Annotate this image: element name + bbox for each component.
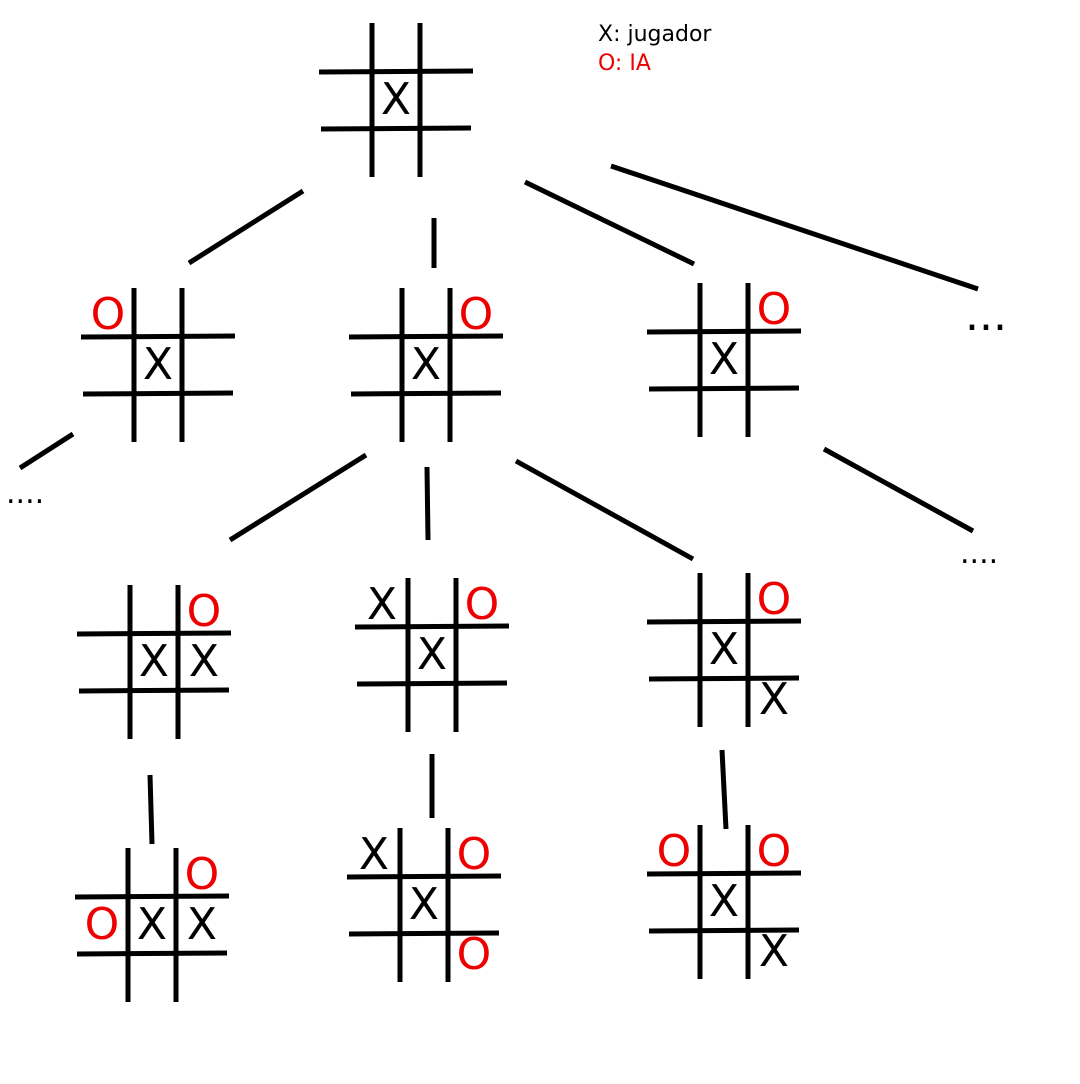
- player-mark-cell-4: X: [409, 879, 439, 930]
- grid-line-horizontal-top: [74, 893, 230, 900]
- more-children-ellipsis-root: ...: [965, 290, 1007, 341]
- edge-root-to-d1-a: [187, 188, 305, 266]
- edge-d1-b-to-d2-c: [514, 458, 695, 562]
- grid-line-horizontal-bottom: [648, 675, 800, 682]
- grid-line-horizontal-top: [348, 333, 504, 340]
- board-d1-b: OX: [348, 288, 504, 442]
- board-root: X: [318, 23, 474, 177]
- grid-line-horizontal-bottom: [648, 927, 800, 934]
- grid-line-horizontal-bottom: [82, 390, 234, 397]
- ai-mark-cell-3: O: [85, 899, 120, 950]
- player-mark-cell-4: X: [139, 636, 169, 687]
- player-mark-cell-4: X: [709, 334, 739, 385]
- grid-line-horizontal-bottom: [350, 390, 502, 397]
- ai-mark-cell-8: O: [457, 929, 492, 980]
- ai-mark-cell-2: O: [187, 586, 222, 637]
- edge-d2-c-to-d3-c: [719, 749, 729, 830]
- player-mark-cell-8: X: [759, 926, 789, 977]
- grid-line-horizontal-bottom: [78, 687, 230, 694]
- legend-player: X: jugador: [598, 22, 712, 47]
- more-children-ellipsis-d1-c: ....: [960, 536, 998, 571]
- player-mark-cell-0: X: [367, 579, 397, 630]
- ai-mark-cell-0: O: [91, 289, 126, 340]
- player-mark-cell-4: X: [381, 74, 411, 125]
- edge-root-to-d1-c: [523, 179, 696, 267]
- ai-mark-cell-2: O: [757, 574, 792, 625]
- grid-line-horizontal-top: [646, 618, 802, 625]
- ai-mark-cell-2: O: [457, 829, 492, 880]
- ai-mark-cell-2: O: [757, 284, 792, 335]
- edge-d2-a-to-d3-a: [147, 774, 155, 845]
- edge-d1-c-to-more: [822, 446, 975, 534]
- board-d1-c: OX: [646, 283, 802, 437]
- player-mark-cell-4: X: [709, 624, 739, 675]
- player-mark-cell-4: X: [137, 899, 167, 950]
- player-mark-cell-4: X: [417, 629, 447, 680]
- board-d1-a: OX: [80, 288, 236, 442]
- grid-line-horizontal-top: [76, 630, 232, 637]
- player-mark-cell-5: X: [189, 636, 219, 687]
- player-mark-cell-5: X: [187, 899, 217, 950]
- grid-line-horizontal-top: [318, 68, 474, 75]
- grid-line-horizontal-top: [80, 333, 236, 340]
- tree-edges: [18, 163, 979, 845]
- ai-mark-cell-0: O: [657, 826, 692, 877]
- grid-line-horizontal-bottom: [648, 385, 800, 392]
- edge-root-to-more: [610, 163, 979, 292]
- grid-line-horizontal-top: [646, 328, 802, 335]
- edge-d1-a-to-more: [18, 431, 75, 471]
- grid-line-horizontal-top: [646, 870, 802, 877]
- grid-line-horizontal-bottom: [76, 950, 228, 957]
- edge-d1-b-to-d2-b: [424, 466, 431, 541]
- player-mark-cell-4: X: [411, 339, 441, 390]
- more-children-ellipsis-d1-a: ....: [6, 476, 44, 511]
- grid-line-horizontal-top: [346, 873, 502, 880]
- ai-mark-cell-2: O: [459, 289, 494, 340]
- edge-d1-b-to-d2-a: [228, 452, 368, 543]
- ai-mark-cell-2: O: [185, 849, 220, 900]
- grid-line-horizontal-bottom: [348, 930, 500, 937]
- board-d2-c: OXX: [646, 573, 802, 727]
- player-mark-cell-0: X: [359, 829, 389, 880]
- grid-line-horizontal-bottom: [320, 125, 472, 132]
- grid-line-horizontal-bottom: [356, 680, 508, 687]
- grid-line-horizontal-top: [354, 623, 510, 630]
- player-mark-cell-4: X: [143, 339, 173, 390]
- legend: X: jugador O: IA: [598, 20, 711, 78]
- ai-mark-cell-2: O: [465, 579, 500, 630]
- ai-mark-cell-2: O: [757, 826, 792, 877]
- legend-ai: O: IA: [598, 51, 651, 76]
- player-mark-cell-8: X: [759, 674, 789, 725]
- player-mark-cell-4: X: [709, 876, 739, 927]
